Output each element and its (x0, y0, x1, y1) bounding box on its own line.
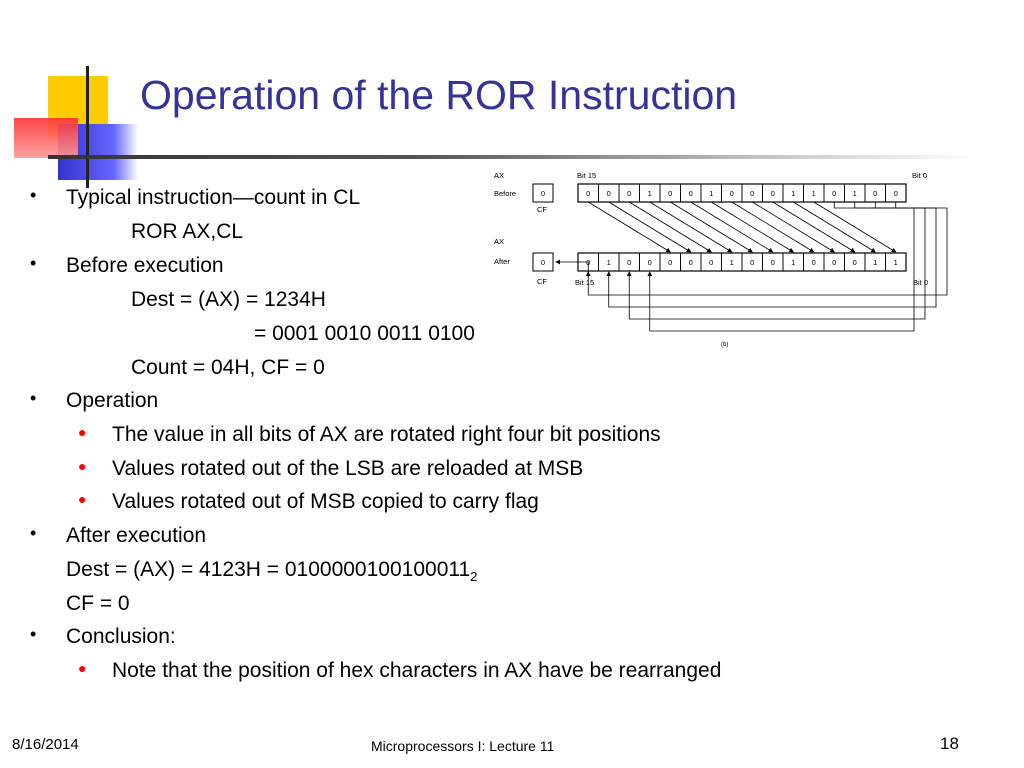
shift-arrow (793, 201, 876, 253)
bit-value-after: 0 (648, 258, 652, 267)
bit-value-after: 0 (750, 258, 754, 267)
footer-page-number: 18 (940, 734, 959, 753)
sub-bullet-icon: ● (78, 458, 87, 474)
ax-label-top: AX (494, 171, 504, 180)
text-dest-before: Dest = (AX) = 1234H (131, 288, 326, 311)
text-operation: Operation (66, 389, 159, 412)
bit-value-before: 0 (832, 189, 836, 198)
bullet-icon: • (30, 185, 37, 205)
msb-to-cf-arrow (555, 259, 589, 277)
bit-value-after: 0 (668, 258, 672, 267)
bit-value-before: 0 (873, 189, 877, 198)
text-before-execution: Before execution (66, 254, 224, 277)
shift-arrow (608, 201, 692, 253)
bit-value-before: 0 (668, 189, 672, 198)
wrap-arrow (585, 202, 948, 296)
bit15-label-bottom: Bit 15 (575, 278, 594, 287)
wrap-arrow (606, 202, 937, 308)
bit-value-after: 1 (607, 258, 611, 267)
footer-course: Microprocessors I: Lecture 11 (371, 738, 555, 754)
shift-arrow (731, 201, 815, 253)
bullet-icon: • (30, 253, 37, 273)
bit-value-after: 0 (689, 258, 693, 267)
bit-value-before: 1 (812, 189, 816, 198)
bit-value-after: 0 (812, 258, 816, 267)
text-note: Note that the position of hex characters… (112, 659, 722, 682)
cf-label-bottom: CF (537, 277, 547, 286)
text-conclusion: Conclusion: (66, 625, 176, 648)
cf-value-after: 0 (541, 258, 545, 267)
slide-title: Operation of the ROR Instruction (140, 72, 738, 118)
footer-date: 8/16/2014 (12, 736, 79, 753)
text-op-rotate: The value in all bits of AX are rotated … (112, 423, 661, 446)
bullet-icon: • (30, 523, 37, 543)
text-binary-before: = 0001 0010 0011 0100 (254, 322, 475, 345)
bit-value-before: 0 (607, 189, 611, 198)
bit-value-before: 0 (894, 189, 898, 198)
bit-value-after: 1 (730, 258, 734, 267)
cf-value-before: 0 (541, 189, 545, 198)
shift-arrow (711, 201, 794, 253)
sub-bullet-icon: ● (78, 424, 87, 440)
bit-value-before: 1 (709, 189, 713, 198)
bit-value-after: 1 (791, 258, 795, 267)
sub-bullet-icon: ● (78, 491, 87, 507)
text-dest-after-value: Dest = (AX) = 4123H = 0100000100100011 (66, 558, 471, 581)
bit-value-before: 1 (853, 189, 857, 198)
cf-box-after (532, 252, 554, 272)
bit-value-before: 1 (648, 189, 652, 198)
shift-arrow (772, 201, 856, 253)
title-underline (48, 155, 978, 159)
bit-value-after: 1 (894, 258, 898, 267)
shift-arrow (813, 201, 897, 253)
wrap-arrow (647, 202, 915, 332)
bit-value-after: 1 (873, 258, 877, 267)
sub-bullet-icon: ● (78, 660, 87, 676)
bit0-label-top: Bit 0 (912, 171, 927, 180)
before-label: Before (494, 189, 516, 198)
text-typical-instruction: Typical instruction—count in CL (66, 186, 361, 209)
shift-arrow (670, 201, 753, 253)
bullet-icon: • (30, 388, 37, 408)
text-cf-after: CF = 0 (66, 592, 130, 615)
bit-cell-after (885, 252, 907, 272)
bit-value-before: 0 (750, 189, 754, 198)
bit-value-after: 0 (627, 258, 631, 267)
bit-value-before: 1 (791, 189, 795, 198)
text-op-lsb: Values rotated out of the LSB are reload… (112, 457, 584, 480)
text-ror-ax-cl: ROR AX,CL (131, 220, 244, 243)
shift-arrow (690, 201, 774, 253)
cf-label-top: CF (537, 205, 547, 214)
bit-value-before: 0 (771, 189, 775, 198)
bit-value-before: 0 (689, 189, 693, 198)
text-count: Count = 04H, CF = 0 (131, 356, 325, 379)
shift-arrow (649, 201, 733, 253)
decor-vertical-line (86, 66, 89, 188)
subscript-base: 2 (470, 569, 478, 585)
diagram-caption: (b) (721, 342, 728, 348)
after-label: After (494, 257, 510, 266)
bit-value-after: 0 (832, 258, 836, 267)
bit15-label-top: Bit 15 (577, 171, 596, 180)
bit-value-before: 0 (730, 189, 734, 198)
ax-label-bottom: AX (494, 237, 504, 246)
cf-box-before (532, 183, 554, 203)
bit-value-after: 0 (709, 258, 713, 267)
bit-value-after: 0 (853, 258, 857, 267)
decor-red-square (14, 118, 78, 158)
bit-value-after: 0 (771, 258, 775, 267)
text-dest-after: Dest = (AX) = 4123H = 01000001001000112 (66, 558, 477, 589)
bit0-label-bottom: Bit 0 (913, 278, 928, 287)
text-op-msb: Values rotated out of MSB copied to carr… (112, 490, 539, 513)
bit-value-before: 0 (627, 189, 631, 198)
shift-arrow (588, 201, 671, 253)
text-after-execution: After execution (66, 524, 207, 547)
shift-arrow (752, 201, 835, 253)
bullet-icon: • (30, 624, 37, 644)
bit-value-before: 0 (586, 189, 590, 198)
wrap-arrow (626, 202, 926, 320)
shift-arrow (629, 201, 712, 253)
